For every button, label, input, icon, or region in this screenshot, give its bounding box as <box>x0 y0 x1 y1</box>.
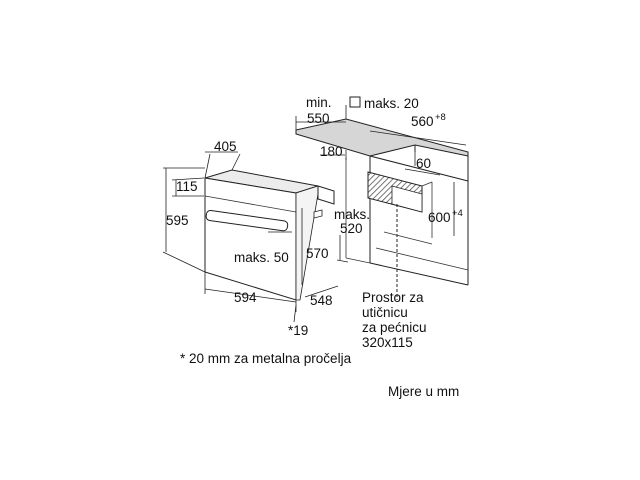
footnote: * 20 mm za metalna pročelja <box>180 351 352 366</box>
label-maks-20: maks. 20 <box>364 96 419 111</box>
label-600-sup: +4 <box>452 208 463 219</box>
label-595: 595 <box>166 213 189 228</box>
label-560-sup: +8 <box>435 112 446 123</box>
label-560: 560 <box>411 114 434 129</box>
dimension-lines <box>162 105 467 323</box>
cabinet-outline <box>295 118 469 286</box>
label-60: 60 <box>416 156 431 171</box>
label-600: 600 <box>428 210 451 225</box>
units-note: Mjere u mm <box>388 384 460 399</box>
oven <box>204 169 335 301</box>
label-star-19: *19 <box>288 323 308 338</box>
label-405: 405 <box>214 139 237 154</box>
label-maks-50: maks. 50 <box>234 250 289 265</box>
socket-label-line-4: 320x115 <box>362 335 413 350</box>
label-180: 180 <box>320 144 343 159</box>
label-maks-520-b: 520 <box>340 221 363 236</box>
label-min: min. <box>306 95 332 110</box>
label-548: 548 <box>310 293 333 308</box>
label-570: 570 <box>306 246 329 261</box>
label-min-550: 550 <box>307 111 330 126</box>
label-115: 115 <box>176 179 198 194</box>
socket-area <box>367 171 433 300</box>
label-maks-520-a: maks. <box>334 207 370 222</box>
square-symbol <box>349 96 361 108</box>
label-594: 594 <box>234 290 257 305</box>
socket-label-line-3: za pećnicu <box>362 320 427 335</box>
socket-label-line-1: Prostor za <box>362 290 424 305</box>
socket-label-line-2: utičnicu <box>362 305 408 320</box>
dimension-labels: min. 550 maks. 20 560 +8 405 180 60 115 … <box>166 95 463 350</box>
